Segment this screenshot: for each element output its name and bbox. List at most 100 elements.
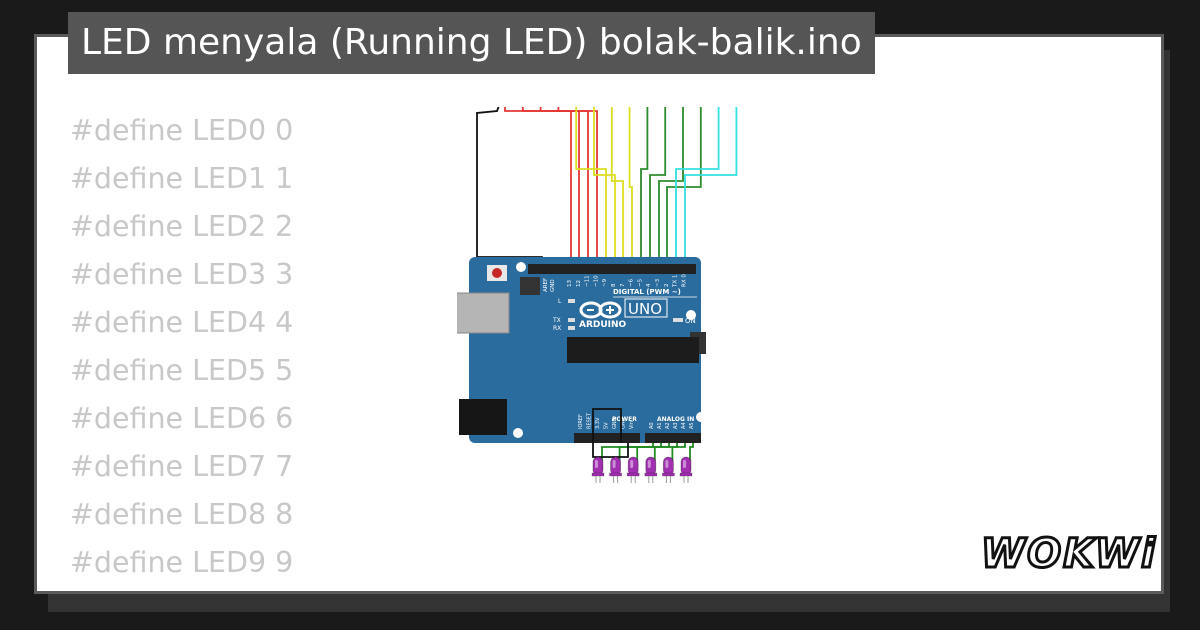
wire [628, 107, 633, 265]
analog-pin-label: A4 [681, 422, 687, 429]
led [591, 456, 605, 483]
ground-wire [592, 408, 629, 458]
power-pin-label: Vin [629, 421, 635, 429]
digital-pin-label: ~9 [602, 278, 608, 287]
digital-pin-label: RX 0 [681, 274, 687, 287]
led [679, 456, 693, 483]
led-tx [568, 318, 575, 322]
led [644, 456, 658, 483]
tx-label: TX [552, 317, 561, 324]
code-line: #define LED8 8 [70, 498, 294, 531]
bottom-leds [591, 456, 693, 483]
wire [504, 107, 572, 265]
digital-pin-label: ~6 [629, 278, 635, 287]
code-line: #define LED2 2 [70, 210, 294, 243]
wire [658, 107, 684, 265]
model-box [624, 298, 668, 318]
wire [653, 443, 678, 461]
mount-hole [513, 428, 523, 438]
power-header [574, 433, 640, 443]
on-label: ON [685, 317, 696, 325]
ground-wire [476, 107, 543, 265]
wire [610, 107, 624, 265]
led-on [673, 318, 683, 322]
gnd-label: GND [550, 279, 556, 292]
code-line: #define LED3 3 [70, 258, 294, 291]
digital-pin-label: ~5 [637, 278, 643, 287]
wire [557, 107, 598, 265]
digital-pin-label: 8 [611, 283, 617, 287]
wire [636, 443, 670, 461]
analog-pin-label: A1 [657, 422, 663, 429]
digital-pin-label: 12 [576, 280, 582, 287]
led [626, 456, 640, 483]
code-line: #define LED9 9 [70, 546, 294, 579]
code-line: #define LED0 0 [70, 114, 294, 147]
wire [640, 107, 649, 265]
analog-pin-label: A0 [649, 422, 655, 429]
power-pin-label: GND [612, 417, 618, 429]
usb-connector [457, 292, 510, 334]
rx-label: RX [553, 325, 561, 332]
led-l [568, 299, 575, 303]
digital-pin-label: 7 [620, 283, 626, 287]
power-pin-label: GND [621, 417, 627, 429]
code-listing: #define LED0 0 #define LED1 1 #define LED2… [70, 107, 330, 591]
wire [593, 107, 616, 265]
power-pin-label: RESET [587, 412, 593, 429]
wire [649, 107, 667, 265]
power-jack [459, 399, 507, 435]
digital-pin-label: ~11 [585, 275, 591, 287]
l-label: L [558, 298, 562, 305]
digital-pin-label: TX 1 [673, 275, 679, 288]
led-rx [568, 326, 575, 330]
digital-pin-label: 13 [567, 280, 573, 287]
reset-button-cap [492, 268, 502, 278]
aref-label: AREF [543, 278, 549, 292]
arduino-board: L TX RX ON UNO ARDUINO DIGITAL (PWM ~) P… [457, 257, 706, 443]
code-line: #define LED6 6 [70, 402, 294, 435]
wires-top [476, 107, 738, 265]
wires-bottom [592, 408, 694, 461]
wokwi-logo: WOKWi [980, 530, 1157, 578]
model-label: UNO [628, 300, 662, 318]
wire [671, 443, 686, 461]
mount-hole [516, 262, 526, 272]
analog-label: ANALOG IN [657, 416, 694, 423]
power-label: POWER [612, 416, 637, 423]
power-pin-label: IOREF [578, 414, 584, 429]
digital-label: DIGITAL (PWM ~) [613, 288, 681, 296]
project-title: LED menyala (Running LED) bolak-balik.in… [68, 12, 875, 74]
wire [575, 107, 607, 265]
wokwi-logo-text: WOKWi [981, 531, 1157, 577]
wire [539, 107, 589, 265]
wire [684, 107, 738, 265]
power-pin-label: 5V [604, 422, 610, 429]
led [609, 456, 622, 483]
icsp-header [520, 277, 540, 295]
power-pin-label: 3.3V [595, 417, 601, 429]
brand-label: ARDUINO [579, 320, 627, 330]
digital-pin-label: ~10 [593, 275, 599, 287]
code-line: #define LED1 1 [70, 162, 294, 195]
wire [675, 107, 720, 265]
code-line: #define LED5 5 [70, 354, 294, 387]
digital-header [528, 264, 696, 274]
led [662, 456, 675, 483]
code-line: #define LED10 10 [70, 587, 330, 591]
wire [689, 443, 694, 461]
analog-pin-label: A3 [673, 422, 679, 429]
circuit-diagram: L TX RX ON UNO ARDUINO DIGITAL (PWM ~) P… [457, 107, 738, 483]
analog-pin-label: A2 [665, 422, 671, 429]
preview-card: #define LED0 0 #define LED1 1 #define LED2… [34, 34, 1164, 594]
digital-pin-label: 2 [664, 284, 670, 288]
arduino-logo-icon [579, 301, 622, 319]
digital-pin-label: ~3 [655, 278, 661, 287]
analog-header [645, 433, 701, 443]
mount-hole [686, 310, 696, 320]
code-line: #define LED4 4 [70, 306, 294, 339]
mount-hole [696, 412, 706, 422]
